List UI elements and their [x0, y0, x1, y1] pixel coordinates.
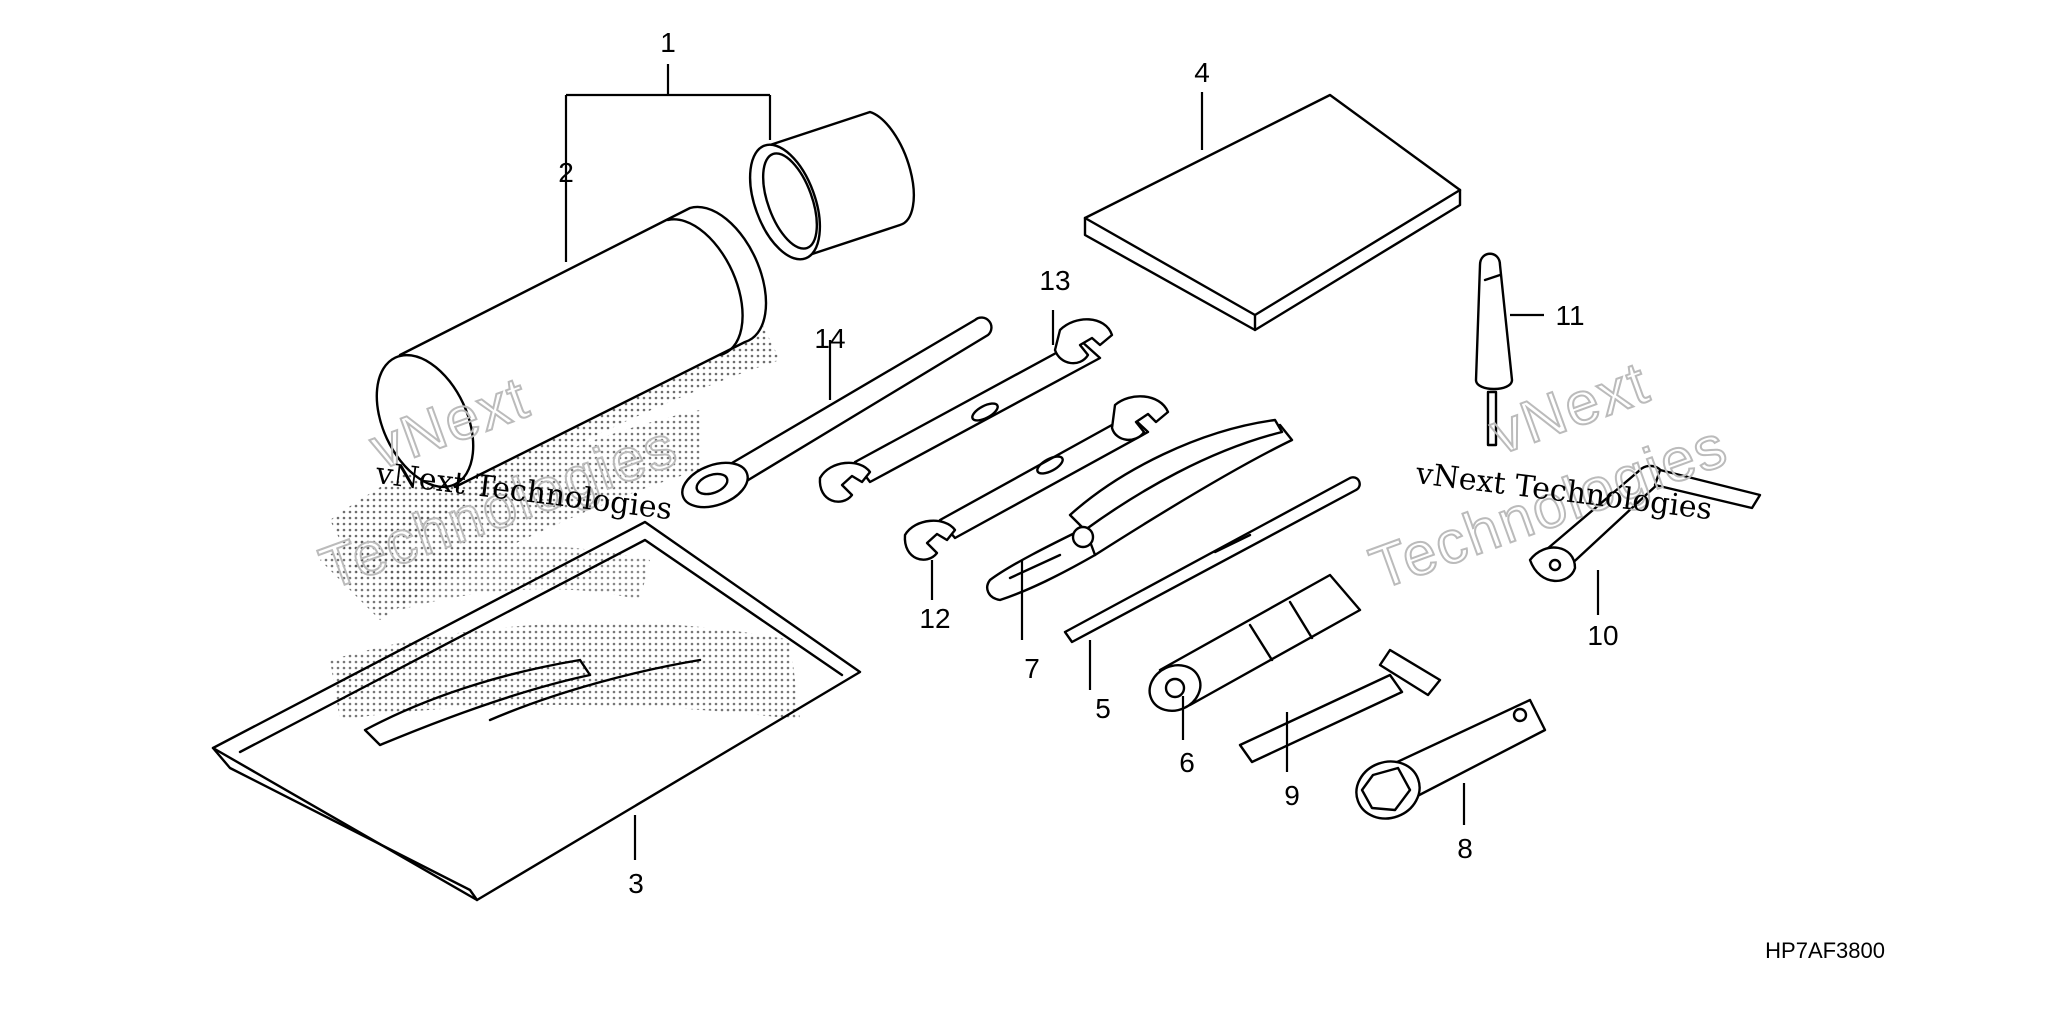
- leader-lines: [564, 64, 1600, 860]
- part-tool-case-body: [375, 205, 768, 489]
- part-owners-manual: [1083, 93, 1462, 332]
- part-tool-bag: [211, 520, 862, 902]
- part-hex-key: [1238, 648, 1442, 764]
- callout-1: 1: [660, 27, 676, 58]
- callout-12: 12: [919, 603, 950, 634]
- callout-5: 5: [1095, 693, 1111, 724]
- callout-4: 4: [1194, 57, 1210, 88]
- callout-14: 14: [814, 323, 845, 354]
- part-screwdriver: [1063, 476, 1361, 644]
- part-socket-extension: [1148, 573, 1362, 712]
- part-small-screwdriver: [1474, 252, 1514, 447]
- callout-7: 7: [1024, 653, 1040, 684]
- diagram-code: HP7AF3800: [1765, 938, 1885, 963]
- callout-6: 6: [1179, 747, 1195, 778]
- callout-10: 10: [1587, 620, 1618, 651]
- callout-labels: 1 2 3 4 5 6 7 8 9 10 11 12 13 14: [558, 27, 1618, 899]
- part-spanner-10: [1528, 464, 1762, 583]
- part-box-wrench: [681, 316, 993, 509]
- part-open-end-wrench-12: [903, 395, 1170, 561]
- callout-13: 13: [1039, 265, 1070, 296]
- dotted-logo-shading: [320, 320, 800, 720]
- callout-11: 11: [1555, 300, 1584, 331]
- part-pliers: [986, 418, 1294, 602]
- callout-8: 8: [1457, 833, 1473, 864]
- callout-3: 3: [628, 868, 644, 899]
- callout-9: 9: [1284, 780, 1300, 811]
- part-open-end-wrench-13: [818, 318, 1114, 503]
- part-tool-case-cap: [748, 110, 916, 261]
- callout-2: 2: [558, 157, 574, 188]
- part-plug-wrench: [1355, 698, 1547, 820]
